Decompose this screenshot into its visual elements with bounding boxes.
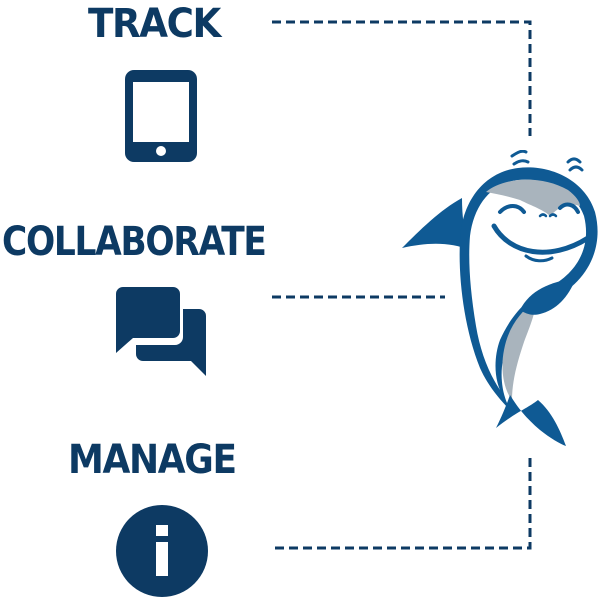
label-manage: MANAGE (68, 437, 237, 483)
shark-mascot (402, 150, 598, 446)
label-collaborate: COLLABORATE (2, 219, 267, 265)
tablet-icon (125, 70, 197, 162)
shark-eyes (498, 202, 580, 214)
shark-smile (491, 223, 591, 255)
chat-bubbles-icon (116, 287, 206, 376)
shark-left-fin (402, 198, 470, 250)
connector-track (272, 20, 532, 136)
shark-head-grey (486, 179, 580, 216)
label-track: TRACK (88, 1, 221, 47)
info-circle-icon (116, 505, 208, 597)
shark-belly-grey (502, 300, 536, 400)
shark-right-fin (520, 278, 576, 315)
connector-manage (272, 458, 532, 550)
shark-tail (496, 395, 566, 446)
